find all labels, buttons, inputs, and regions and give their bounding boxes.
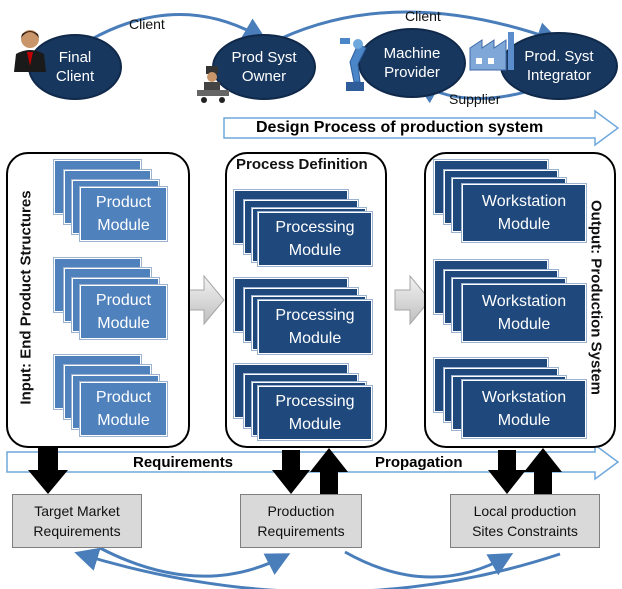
requirements-band xyxy=(6,443,620,481)
machine-provider-node: Machine Provider xyxy=(358,28,466,98)
prod-syst-integrator-node: Prod. Syst Integrator xyxy=(500,32,618,100)
machine-provider-label: Machine Provider xyxy=(383,45,441,81)
bottom-arc-2 xyxy=(344,550,514,579)
production-requirements-box: Production Requirements xyxy=(240,494,362,548)
up-arrow-2 xyxy=(310,448,348,494)
client-arc-1 xyxy=(89,13,268,42)
prod-syst-owner-node: Prod Syst Owner xyxy=(212,34,316,100)
flow-arrow-1 xyxy=(188,274,225,326)
bottom-arc-1 xyxy=(99,546,291,578)
requirements-label: Requirements xyxy=(133,454,234,471)
client-arc-2 xyxy=(281,10,561,46)
product-module-2: Product Module xyxy=(80,285,167,339)
workstation-module-2: Workstation Module xyxy=(462,284,586,342)
robot-arm-icon xyxy=(340,38,367,91)
supplier-relation-label: Supplier xyxy=(449,91,501,107)
output-title: Output: Production System xyxy=(587,200,605,395)
product-module-1: Product Module xyxy=(80,187,167,241)
factory-icon xyxy=(469,32,514,71)
down-arrow-1 xyxy=(28,448,68,494)
workstation-module-3: Workstation Module xyxy=(462,380,586,438)
input-title: Input: End Product Structures xyxy=(17,190,35,405)
target-market-requirements-box: Target Market Requirements xyxy=(12,494,142,548)
processing-module-3: Processing Module xyxy=(258,386,372,440)
processing-module-2: Processing Module xyxy=(258,300,372,354)
prod-syst-integrator-label: Prod. Syst Integrator xyxy=(524,48,594,84)
down-arrow-3 xyxy=(488,450,526,494)
product-module-3: Product Module xyxy=(80,382,167,436)
design-process-arrow xyxy=(223,109,620,147)
processing-module-1: Processing Module xyxy=(258,212,372,266)
client-relation-label-1: Client xyxy=(129,16,165,32)
process-title: Process Definition xyxy=(236,156,368,173)
client-relation-label-2: Client xyxy=(405,8,441,24)
flow-arrow-2 xyxy=(394,274,431,326)
down-arrow-2 xyxy=(272,450,310,494)
bottom-arc-3 xyxy=(74,547,561,589)
factory-worker-icon xyxy=(197,66,229,103)
workstation-module-1: Workstation Module xyxy=(462,184,586,242)
design-process-label: Design Process of production system xyxy=(256,119,544,136)
propagation-label: Propagation xyxy=(375,454,463,471)
prod-syst-owner-label: Prod Syst Owner xyxy=(231,49,297,85)
up-arrow-3 xyxy=(524,448,562,494)
final-client-label: Final Client xyxy=(55,49,95,85)
local-sites-constraints-box: Local production Sites Constraints xyxy=(450,494,600,548)
person-icon xyxy=(14,30,46,72)
